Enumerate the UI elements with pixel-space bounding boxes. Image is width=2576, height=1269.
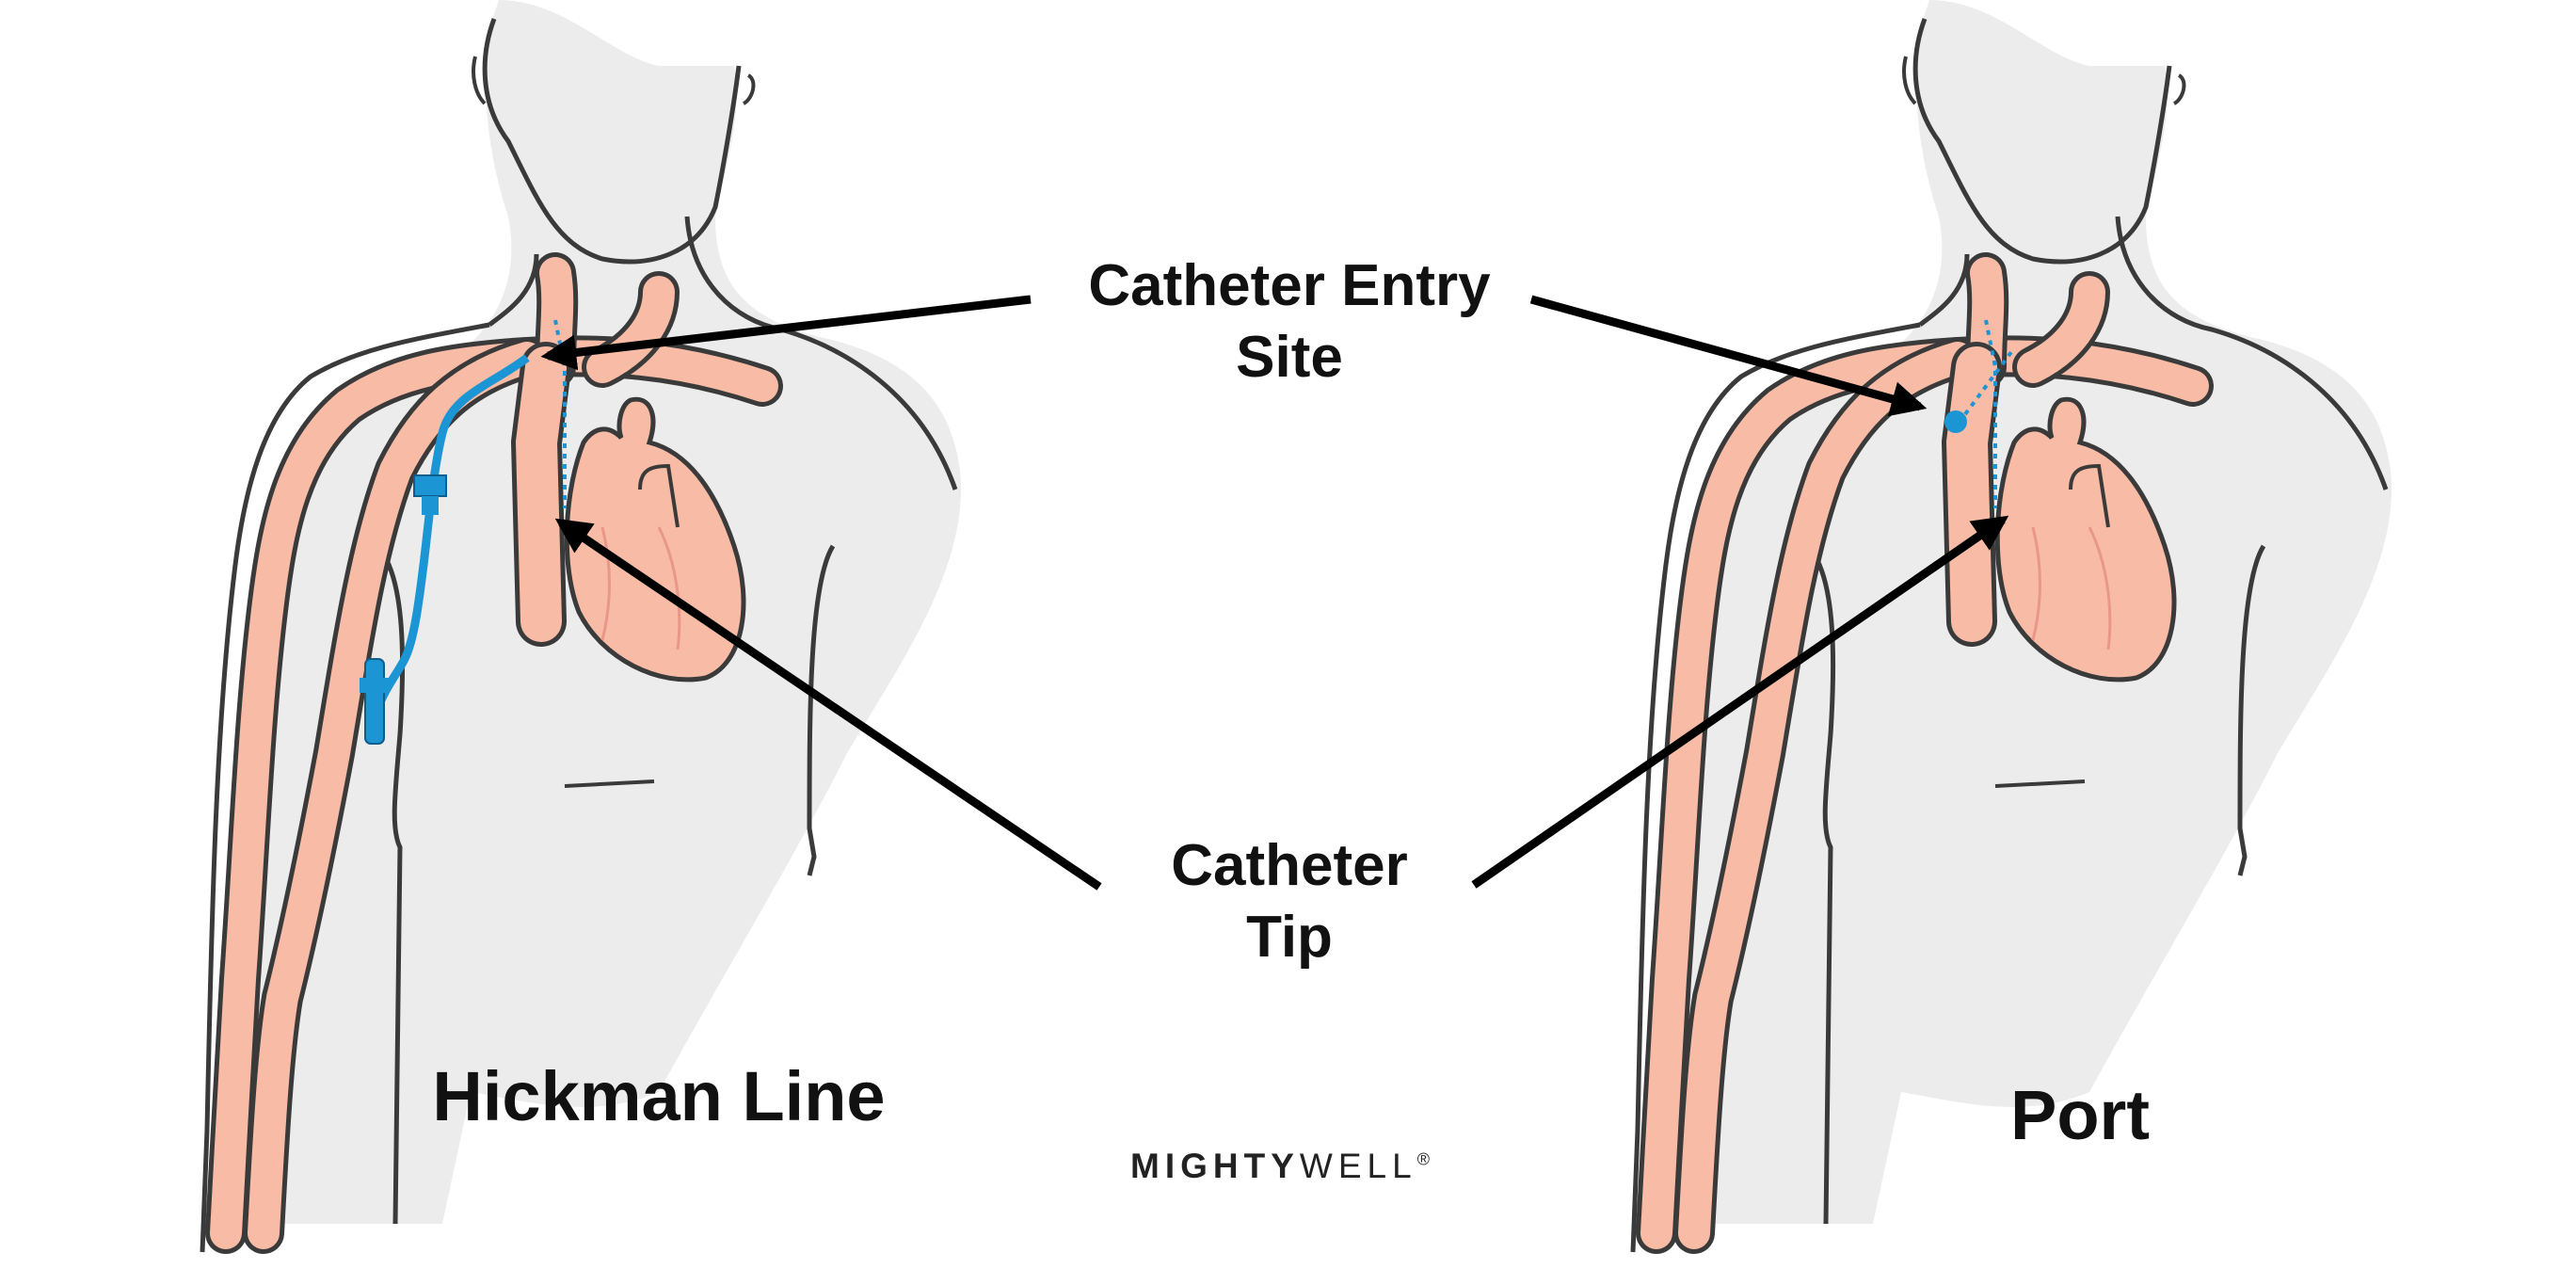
hickman-connector-icon <box>360 658 390 745</box>
entry-label-line2: Site <box>1236 324 1343 390</box>
catheter-tip-label: Catheter Tip <box>1111 830 1468 972</box>
arrow-tip-right <box>1471 515 2009 889</box>
entry-label-line1: Catheter Entry <box>1088 253 1491 318</box>
hickman-line-title: Hickman Line <box>432 1057 886 1135</box>
port-title: Port <box>2010 1076 2150 1154</box>
port-figure <box>1633 0 2392 1252</box>
callout-arrows <box>540 295 2009 891</box>
hickman-figure <box>202 0 961 1252</box>
arrow-tip-left <box>554 518 1102 891</box>
brand-part2: WELL <box>1299 1147 1417 1185</box>
catheter-entry-site-label: Catheter Entry Site <box>1045 250 1534 393</box>
port-reservoir-icon <box>1944 410 1967 433</box>
tip-label-line2: Tip <box>1246 904 1333 970</box>
arrow-entry-right <box>1529 295 1928 417</box>
brand-logo: MIGHTYWELL® <box>1035 1147 1525 1186</box>
brand-mark: ® <box>1416 1149 1430 1169</box>
tip-label-line1: Catheter <box>1171 833 1408 898</box>
hickman-clamp-icon <box>413 474 447 515</box>
arrow-entry-left <box>540 295 1032 371</box>
brand-part1: MIGHTY <box>1130 1147 1300 1185</box>
